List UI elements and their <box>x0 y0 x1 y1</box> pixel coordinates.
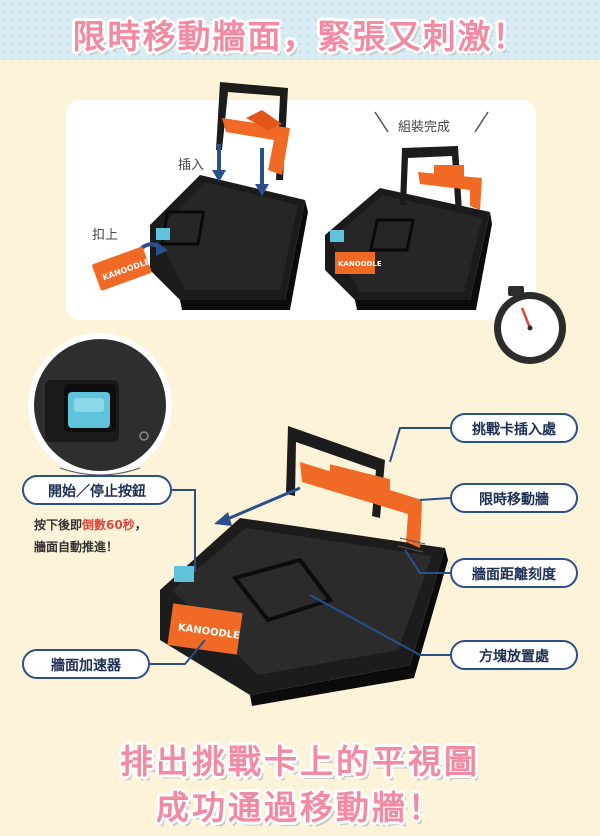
stopwatch-icon <box>494 286 566 364</box>
assembly-step-device: KANOODLE <box>92 82 308 310</box>
callout-block-area: 方塊放置處 <box>450 640 578 670</box>
callout-accelerator: 牆面加速器 <box>22 649 150 679</box>
insert-label: 插入 <box>178 158 205 173</box>
assembled-label: 組裝完成 <box>398 120 451 135</box>
headline: 限時移動牆面，緊張又刺激！ <box>72 17 528 56</box>
countdown-note-line2: 牆面自動推進！ <box>34 540 119 554</box>
assembled-device: KANOODLE <box>325 146 492 310</box>
top-banner <box>0 0 600 60</box>
footer-line-1: 排出挑戰卡上的平視圖 <box>120 742 480 781</box>
countdown-note-prefix: 按下後即 <box>34 518 83 532</box>
callout-card-slot: 挑戰卡插入處 <box>450 413 578 443</box>
footer-line-2: 成功通過移動牆！ <box>156 788 444 827</box>
countdown-note-highlight: 倒數60秒 <box>82 518 135 532</box>
clip-label: 扣上 <box>92 228 119 243</box>
callout-timed-wall: 限時移動牆 <box>450 483 578 513</box>
main-device: KANOODLE <box>160 426 448 706</box>
callout-start-stop: 開始／停止按鈕 <box>22 475 172 505</box>
accelerator-brand-text-small: KANOODLE <box>338 260 382 268</box>
callout-wall-scale: 牆面距離刻度 <box>450 558 578 588</box>
callout-lines <box>150 427 451 665</box>
countdown-note-suffix: ， <box>134 518 147 532</box>
countdown-note: 按下後即倒數60秒， 牆面自動推進！ <box>34 514 147 558</box>
button-closeup <box>28 333 172 477</box>
